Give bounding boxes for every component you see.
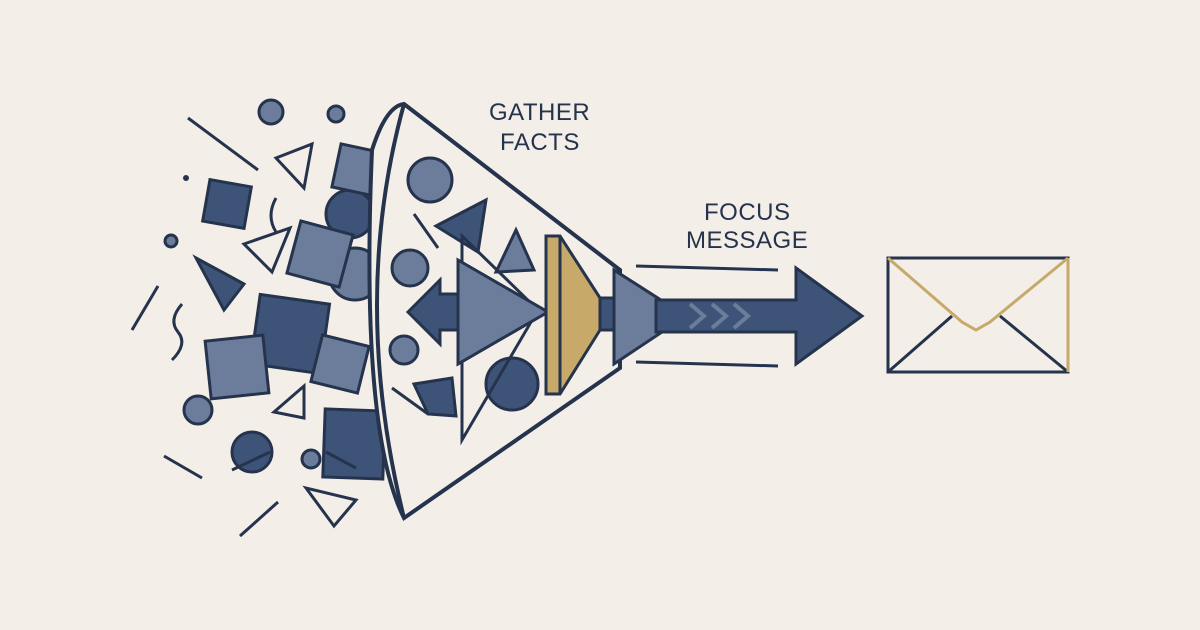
line-shape [325,450,357,470]
curve-shape [269,197,278,233]
chevron-icon [710,302,730,330]
line-shape [412,213,440,249]
square-shape [285,219,355,289]
line-shape [187,116,259,172]
envelope-flap [887,256,1069,332]
triangle-shape [302,485,359,529]
right-arrow-icon [612,264,865,368]
circle-shape [300,448,322,470]
circle-shape [390,248,430,288]
envelope-body [886,256,1070,374]
triangle-shape [432,197,488,255]
envelope-fold [887,314,953,374]
gather-label-line1: GATHER [489,99,590,126]
circle-shape [163,233,179,249]
guide-line [635,264,779,272]
square-shape [200,177,254,231]
line-shape [130,285,160,331]
funnel-icon [367,101,646,521]
chevron-icon [688,302,708,330]
dot-shape [183,175,189,181]
focus-label-line1: FOCUS [704,199,791,226]
line-shape [238,500,280,538]
focus-label-line2: MESSAGE [686,227,808,254]
triangle-shape [456,257,551,367]
scattered-shapes [130,98,387,538]
chevron-icon [732,302,752,330]
line-shape [231,450,271,472]
circle-shape [326,104,346,124]
line-shape [163,454,203,480]
envelope-fold [999,314,1069,374]
triangle-shape [493,226,537,274]
circle-shape [484,356,540,412]
line-shape [391,386,429,416]
shape [411,376,458,418]
square-shape [309,333,371,395]
circle-shape [388,334,420,366]
circle-shape [406,156,454,204]
funnel-rim [375,103,406,519]
arrow-body [654,265,865,367]
gather-label-line2: FACTS [500,129,580,156]
circle-shape [257,98,285,126]
guide-line [635,360,779,368]
triangle-shape [192,254,247,313]
square-shape [203,333,271,401]
triangle-shape [612,267,689,367]
envelope-icon [886,256,1070,374]
squiggle-shape [170,303,184,362]
circle-shape [230,430,274,474]
triangle-shape [273,141,314,192]
triangle-shape [270,382,306,420]
triangle-shape [241,225,293,275]
circle-shape [182,394,214,426]
